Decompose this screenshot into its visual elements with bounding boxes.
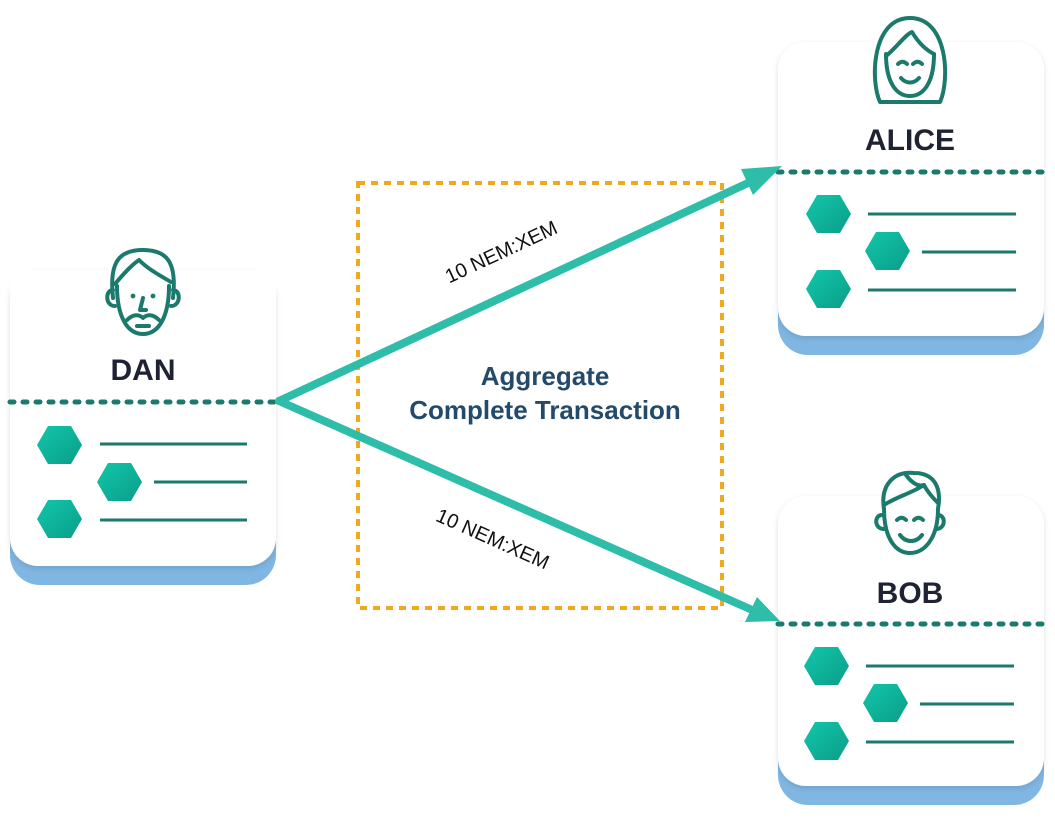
- account-card-dan: DAN: [7, 248, 279, 585]
- account-name-alice: ALICE: [865, 124, 955, 157]
- transfer-arrow-alice: [275, 166, 782, 405]
- mosaic-list: [37, 426, 247, 538]
- mosaic-hex: [865, 232, 910, 270]
- account-name-dan: DAN: [111, 354, 176, 387]
- card-body: [778, 496, 1044, 786]
- mosaic-hex: [37, 426, 82, 464]
- transaction-title-line1: Aggregate: [481, 361, 610, 391]
- woman-icon: [872, 16, 948, 104]
- card-body: [10, 270, 276, 566]
- transfer-arrow-bob: [275, 397, 780, 622]
- mosaic-hex: [806, 195, 851, 233]
- arrowhead: [741, 166, 782, 195]
- mosaic-hex: [806, 270, 851, 308]
- account-name-bob: BOB: [877, 577, 944, 610]
- aggregate-transaction-box: [356, 181, 724, 610]
- mosaic-hex: [804, 722, 849, 760]
- arrowhead: [745, 597, 780, 622]
- arrow-line: [275, 179, 752, 405]
- account-card-bob: BOB: [775, 470, 1047, 805]
- mosaic-hex: [804, 647, 849, 685]
- mosaic-hex: [37, 500, 82, 538]
- card-body: [778, 42, 1044, 336]
- account-card-alice: ALICE: [775, 16, 1047, 355]
- boy-icon: [874, 470, 946, 555]
- mosaic-list: [806, 195, 1016, 308]
- mosaic-list: [804, 647, 1014, 760]
- man-with-mustache-icon: [105, 248, 181, 336]
- mosaic-hex: [863, 684, 908, 722]
- transaction-title-line2: Complete Transaction: [409, 395, 681, 425]
- mosaic-hex: [97, 463, 142, 501]
- arrow-line: [275, 397, 754, 613]
